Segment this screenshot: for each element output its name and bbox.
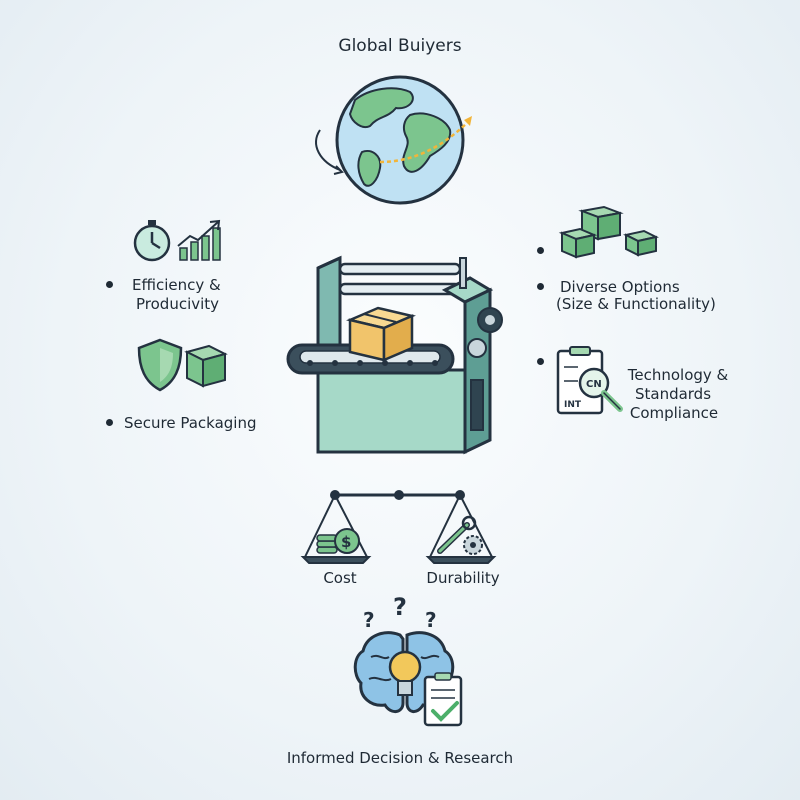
shield-box-icon (137, 338, 228, 392)
technology-label-3: Compliance (629, 404, 719, 422)
technology-label-1: Technology & (627, 366, 729, 384)
diverse-bullet-top (537, 247, 544, 254)
technology-bullet (537, 358, 544, 365)
svg-text:?: ? (363, 608, 375, 632)
page-title: Global Buiyers (338, 36, 462, 56)
secure-label: Secure Packaging (124, 414, 257, 432)
diverse-label-1: Diverse Options (560, 278, 680, 296)
secure-bullet (106, 419, 113, 426)
globe-icon (315, 75, 472, 205)
cost-label: Cost (323, 569, 357, 587)
efficiency-bullet (106, 281, 113, 288)
durability-label: Durability (426, 569, 500, 587)
stopwatch-chart-icon (133, 219, 221, 262)
efficiency-label-1: Efficiency & (132, 276, 221, 294)
svg-text:?: ? (393, 593, 407, 621)
diverse-label-2: (Size & Functionality) (556, 295, 716, 313)
balance-scale-icon: $ (300, 490, 497, 564)
technology-label-2: Standards (634, 385, 712, 403)
boxes-icon (558, 205, 659, 259)
packaging-machine-icon (286, 255, 503, 455)
efficiency-label-2: Producivity (136, 295, 220, 313)
doc-cn-text: CN (586, 379, 602, 390)
decision-label: Informed Decision & Research (286, 749, 514, 767)
svg-text:$: $ (341, 533, 351, 551)
diverse-bullet (537, 283, 544, 290)
svg-text:?: ? (425, 608, 437, 632)
document-magnifier-icon: INT CN (556, 346, 623, 415)
doc-int-text: INT (564, 400, 582, 410)
brain-lightbulb-icon: ? ? ? (353, 593, 463, 727)
